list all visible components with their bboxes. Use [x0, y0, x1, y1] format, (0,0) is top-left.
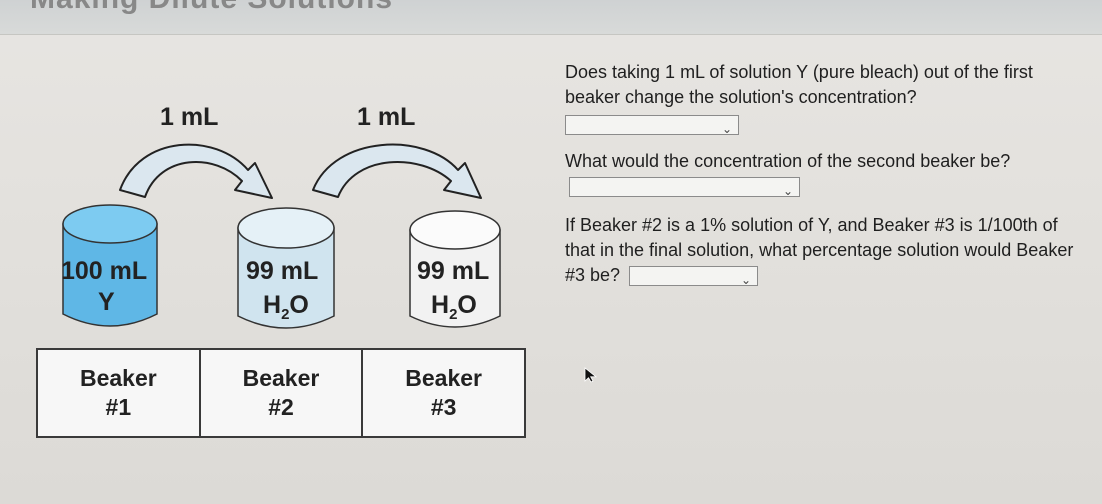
table-cell-beaker-1: Beaker #1 [36, 348, 201, 438]
table-label-beaker: Beaker [242, 365, 320, 391]
mouse-pointer-icon [584, 367, 598, 383]
beaker-3-volume: 99 mL [417, 257, 489, 285]
beaker-3: 99 mL H2O [409, 210, 501, 328]
table-label-number: #2 [268, 394, 294, 420]
curved-arrow-icon [119, 143, 273, 199]
question-2-dropdown[interactable]: ⌄ [569, 177, 800, 198]
curved-arrow-icon [312, 143, 482, 199]
beaker-2-volume: 99 mL [246, 257, 318, 285]
top-header-strip: Making Dilute Solutions [0, 0, 1102, 35]
table-label-beaker: Beaker [79, 365, 157, 391]
question-3-text: If Beaker #2 is a 1% solution of Y, and … [565, 215, 1074, 285]
table-cell-beaker-3: Beaker #3 [361, 348, 526, 438]
chevron-down-icon: ⌄ [741, 273, 752, 288]
question-1: Does taking 1 mL of solution Y (pure ble… [565, 60, 1075, 136]
table-row: Beaker #1 Beaker #2 Beaker #3 [36, 348, 526, 438]
beaker-table: Beaker #1 Beaker #2 Beaker #3 [36, 348, 526, 438]
table-label-beaker: Beaker [405, 365, 483, 391]
question-2-text: What would the concentration of the seco… [565, 151, 1011, 171]
question-panel: Does taking 1 mL of solution Y (pure ble… [565, 60, 1075, 302]
table-label-number: #3 [430, 394, 457, 420]
question-1-text: Does taking 1 mL of solution Y (pure ble… [565, 62, 1033, 107]
beaker-1: 100 mL Y [61, 204, 158, 327]
transfer-label-2: 1 mL [357, 103, 415, 131]
beaker-3-content: H2O [431, 291, 477, 323]
question-3: If Beaker #2 is a 1% solution of Y, and … [565, 213, 1075, 288]
chevron-down-icon: ⌄ [782, 184, 793, 199]
question-3-dropdown[interactable]: ⌄ [629, 266, 759, 287]
question-2: What would the concentration of the seco… [565, 149, 1075, 199]
question-1-dropdown[interactable]: ⌄ [565, 115, 739, 136]
beaker-1-content: Y [98, 288, 115, 316]
chevron-down-icon: ⌄ [721, 122, 732, 136]
beaker-2: 99 mL H2O [237, 207, 335, 329]
beaker-1-volume: 100 mL [61, 257, 147, 285]
partial-title: Making Dilute Solutions [30, 0, 393, 16]
table-cell-beaker-2: Beaker #2 [198, 348, 364, 438]
transfer-label-1: 1 mL [160, 103, 218, 131]
beaker-2-content: H2O [263, 291, 309, 323]
table-label-number: #1 [105, 394, 132, 420]
